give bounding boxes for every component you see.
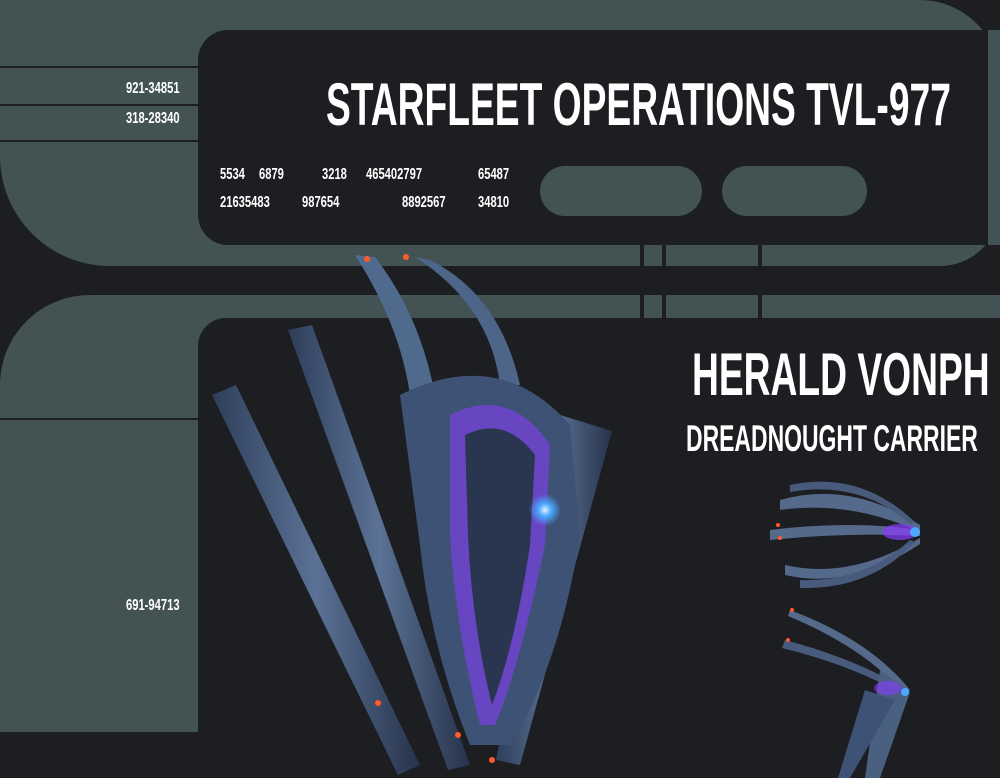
ship-side-view-icon — [782, 608, 910, 778]
top-connector-3 — [758, 245, 762, 266]
top-connector-1 — [640, 245, 644, 266]
main-connector-2 — [662, 295, 666, 318]
readout-pill-2[interactable] — [722, 166, 867, 216]
readout-pill-1[interactable] — [540, 166, 702, 216]
readout-r1-3: 3218 — [322, 166, 347, 183]
ship-core-plating — [465, 428, 535, 705]
readout-r1-2: 6879 — [259, 166, 284, 183]
main-connector-1 — [640, 295, 644, 318]
ship-class: DREADNOUGHT CARRIER — [686, 418, 978, 459]
readout-r2-4: 34810 — [478, 194, 510, 211]
ship-engine-light — [529, 494, 561, 526]
ship-front-view-icon — [212, 254, 612, 775]
readout-r1-5: 65487 — [478, 166, 510, 183]
ship-pylon-left — [212, 385, 420, 775]
page-title: STARFLEET OPERATIONS TVL-977 — [326, 71, 951, 138]
code-left-2: 318-28340 — [126, 110, 180, 127]
ship-pylon-left-inner — [288, 325, 470, 770]
top-divider-2 — [0, 104, 198, 106]
code-left-3: 691-94713 — [126, 597, 180, 614]
code-left-1: 921-34851 — [126, 80, 180, 97]
ship-horn-left — [355, 255, 435, 395]
top-divider-3 — [0, 140, 198, 142]
main-divider-1 — [0, 418, 198, 420]
top-connector-2 — [662, 245, 666, 266]
main-bottom-band — [0, 732, 240, 778]
top-frame-right-edge — [988, 30, 1000, 245]
ship-horn-right — [415, 257, 520, 385]
readout-r1-1: 5534 — [220, 166, 245, 183]
readout-r2-2: 987654 — [302, 194, 340, 211]
ship-name: HERALD VONPH — [692, 341, 990, 408]
readout-r1-4: 465402797 — [366, 166, 423, 183]
ship-top-view-icon — [770, 481, 920, 589]
readout-r2-1: 21635483 — [220, 194, 270, 211]
top-divider-1 — [0, 66, 198, 68]
readout-r2-3: 8892567 — [402, 194, 446, 211]
main-connector-3 — [758, 295, 762, 318]
